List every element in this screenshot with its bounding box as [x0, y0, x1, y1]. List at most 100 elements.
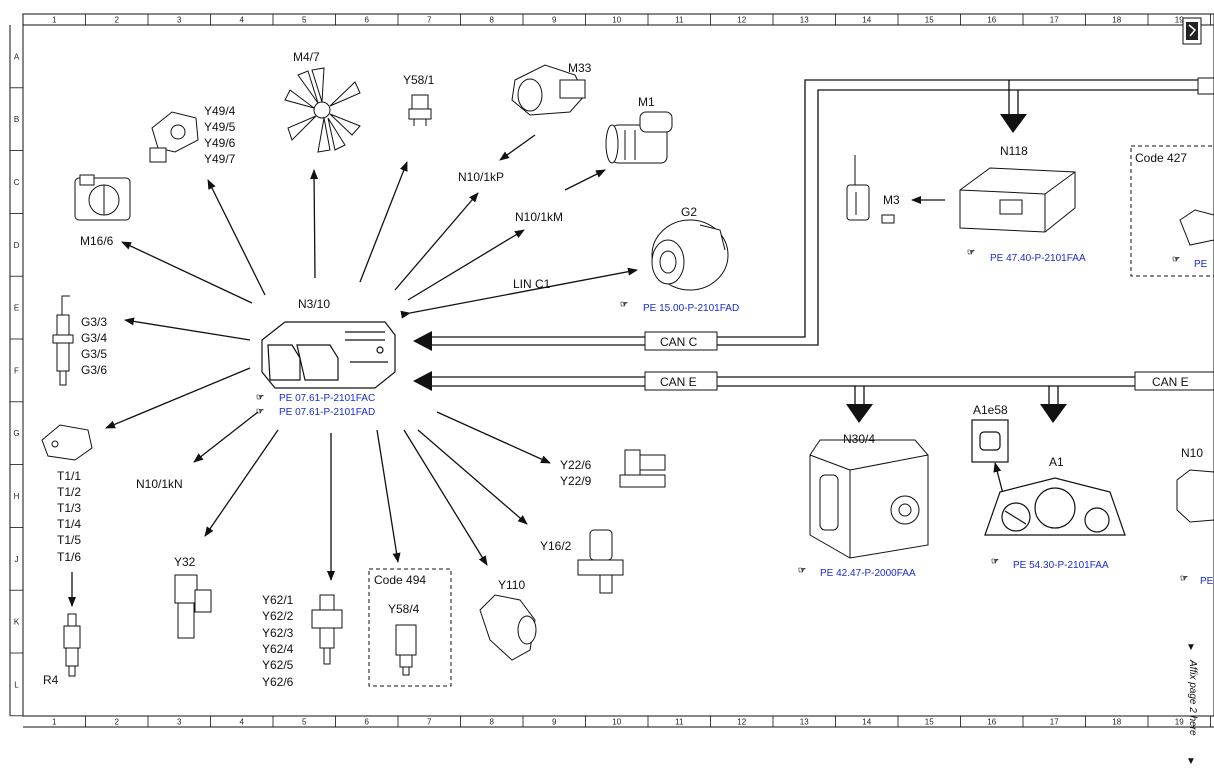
column-number: 18: [1112, 16, 1121, 25]
central-ref-2-text[interactable]: PE 07.61-P-2101FAD: [279, 407, 375, 418]
n30-4-label: N30/4: [843, 432, 875, 446]
row-letter: C: [14, 178, 20, 187]
g3-label: G3/4: [81, 331, 107, 345]
injector-icon: [311, 594, 343, 665]
column-number: 17: [1050, 718, 1059, 727]
column-number: 1: [52, 16, 57, 25]
can-c-label: CAN C: [660, 335, 698, 349]
row-letter: D: [14, 241, 20, 250]
central-unit-label: N3/10: [298, 297, 330, 311]
pointing-hand-icon: ☞: [1172, 254, 1180, 264]
spark-plug-icon: [63, 613, 81, 677]
column-number: 2: [115, 16, 120, 25]
n10-1km-label: N10/1kM: [515, 210, 563, 224]
code-427-label: Code 427: [1135, 151, 1187, 165]
column-number: 11: [675, 16, 684, 25]
column-number: 6: [365, 718, 370, 727]
pointing-hand-icon: ☞: [1180, 573, 1188, 583]
central-ref-1-text[interactable]: PE 07.61-P-2101FAC: [279, 393, 375, 404]
row-letter: L: [14, 680, 19, 689]
row-letter: J: [15, 555, 19, 564]
m1-label: M1: [638, 95, 655, 109]
control-unit-n118-icon: [959, 167, 1076, 233]
column-number: 5: [302, 718, 307, 727]
abs-unit-n30-4-icon: [809, 439, 929, 559]
row-letter: E: [14, 304, 19, 313]
g3-labels: G3/3 G3/4 G3/5 G3/6: [81, 315, 107, 377]
m4-7-label: M4/7: [293, 50, 320, 64]
y58-1-label: Y58/1: [403, 73, 435, 87]
y16-2-label: Y16/2: [540, 539, 572, 553]
column-number: 6: [365, 16, 370, 25]
column-number: 5: [302, 16, 307, 25]
column-number: 1: [52, 718, 57, 727]
column-number: 7: [427, 718, 432, 727]
control-unit-n3-10-icon: [261, 321, 396, 389]
column-number: 4: [240, 718, 245, 727]
column-number: 10: [612, 718, 621, 727]
column-number: 12: [737, 718, 746, 727]
code-494-box: [368, 568, 452, 687]
t1-label: T1/6: [57, 550, 81, 564]
column-number: 14: [862, 718, 871, 727]
valve-y22-icon: [619, 449, 666, 488]
y62-labels: Y62/1 Y62/2 Y62/3 Y62/4 Y62/5 Y62/6: [262, 593, 294, 689]
g2-ref[interactable]: ☞ PE 15.00-P-2101FAD: [620, 299, 739, 314]
a1e58-label: A1e58: [973, 403, 1008, 417]
column-number: 19: [1175, 16, 1184, 25]
column-number: 10: [612, 16, 621, 25]
t1-labels: T1/1 T1/2 T1/3 T1/4 T1/5 T1/6: [57, 469, 81, 564]
t1-label: T1/4: [57, 517, 81, 531]
column-number: 12: [737, 16, 746, 25]
column-number: 8: [490, 718, 495, 727]
row-letter: H: [14, 492, 20, 501]
side-arrow-top-icon: ▼: [1186, 642, 1196, 653]
code-427-ref[interactable]: ☞ PE: [1172, 254, 1208, 270]
fuel-pump-m3-icon: [846, 155, 895, 224]
camshaft-actuator-icon: [149, 111, 199, 163]
bottom-right-ref[interactable]: ☞ PE: [1180, 573, 1214, 587]
a1-ref[interactable]: ☞ PE 54.30-P-2101FAA: [991, 556, 1109, 571]
n30-4-ref-text[interactable]: PE 42.47-P-2000FAA: [820, 568, 916, 579]
valve-y32-icon: [174, 574, 212, 639]
column-number: 19: [1175, 718, 1184, 727]
column-number: 3: [177, 16, 182, 25]
n30-4-ref[interactable]: ☞ PE 42.47-P-2000FAA: [798, 565, 916, 579]
lin-c1-line: [400, 267, 638, 319]
column-number: 2: [115, 718, 120, 727]
y62-label: Y62/4: [262, 642, 294, 656]
y58-4-label: Y58/4: [388, 602, 420, 616]
column-ruler: 1122334455667788991010111112121313141415…: [52, 14, 1211, 727]
central-ref-2[interactable]: ☞ PE 07.61-P-2101FAD: [256, 406, 375, 418]
n10-1kn-label: N10/1kN: [136, 477, 183, 491]
y22-labels: Y22/6 Y22/9: [560, 458, 592, 488]
y22-label: Y22/6: [560, 458, 592, 472]
column-number: 8: [490, 16, 495, 25]
n10-1kp-label: N10/1kP: [458, 170, 504, 184]
column-number: 9: [552, 718, 557, 727]
can-e-right-box: [1134, 371, 1214, 391]
pump-m33-icon: [511, 64, 586, 116]
y62-label: Y62/3: [262, 626, 294, 640]
code-427-ref-text[interactable]: PE: [1194, 259, 1208, 270]
page-corner-icon: [1182, 17, 1202, 45]
t1-label: T1/3: [57, 501, 81, 515]
column-number: 18: [1112, 718, 1121, 727]
row-letter: G: [13, 429, 19, 438]
t1-label: T1/5: [57, 533, 81, 547]
n118-ref-text[interactable]: PE 47.40-P-2101FAA: [990, 253, 1086, 264]
can-e-right-label: CAN E: [1152, 375, 1189, 389]
g3-label: G3/3: [81, 315, 107, 329]
valve-y110-icon: [479, 594, 537, 661]
a1-ref-text[interactable]: PE 54.30-P-2101FAA: [1013, 560, 1109, 571]
bottom-right-ref-text[interactable]: PE: [1200, 576, 1214, 587]
valve-y58-1-icon: [408, 94, 432, 126]
n118-ref[interactable]: ☞ PE 47.40-P-2101FAA: [967, 247, 1086, 264]
column-number: 14: [862, 16, 871, 25]
central-ref-1[interactable]: ☞ PE 07.61-P-2101FAC: [256, 392, 375, 404]
ignition-coil-icon: [41, 424, 93, 461]
pointing-hand-icon: ☞: [620, 299, 628, 309]
g2-ref-text[interactable]: PE 15.00-P-2101FAD: [643, 303, 739, 314]
